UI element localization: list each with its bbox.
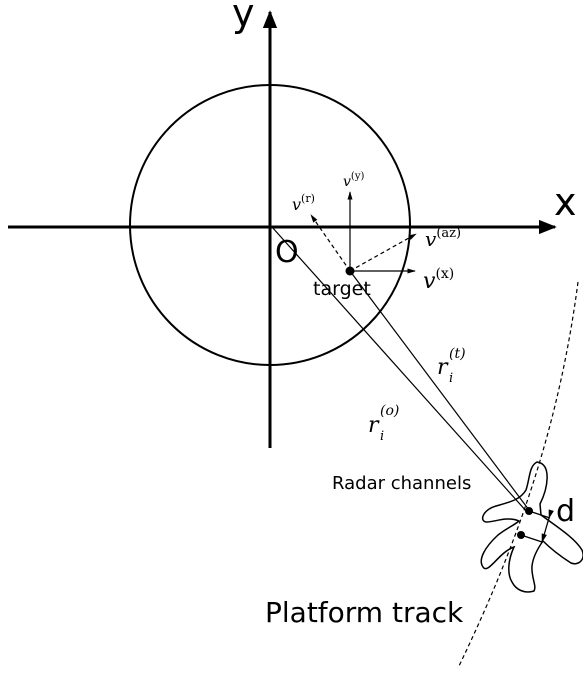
r-t-base: r [437,355,449,380]
aircraft-outline [480,461,583,593]
v-r-label: v(r) [292,192,315,214]
spacing-dimension-arrow [541,509,554,543]
r-t-sub: i [449,371,453,386]
spacing-d-label: d [556,494,575,529]
spacing-bottom-line [520,534,543,543]
r-t-sup: (t) [449,346,466,362]
target-label: target [313,278,371,300]
origin-label: O [275,235,299,270]
range-line-r-o [271,226,528,513]
r-t-label: r i (t) [437,346,466,386]
r-o-base: r [368,413,380,438]
platform-track-label: Platform track [265,596,464,629]
spacing-top-line [528,510,551,519]
r-o-sup: (o) [380,403,399,419]
y-axis-label: y [232,0,255,35]
v-x-label: v(x) [423,266,454,294]
r-o-sub: i [380,429,384,444]
v-y-label: v(y) [343,171,364,190]
target-point [345,266,355,276]
platform-track [457,281,579,669]
radar-channels-label: Radar channels [332,473,471,494]
range-line-r-t [349,270,530,511]
r-o-label: r i (o) [368,403,399,444]
v-r-arrow [310,214,351,272]
v-az-label: v(az) [425,226,461,251]
v-az-arrow [349,233,417,272]
x-axis-label: x [554,180,577,224]
